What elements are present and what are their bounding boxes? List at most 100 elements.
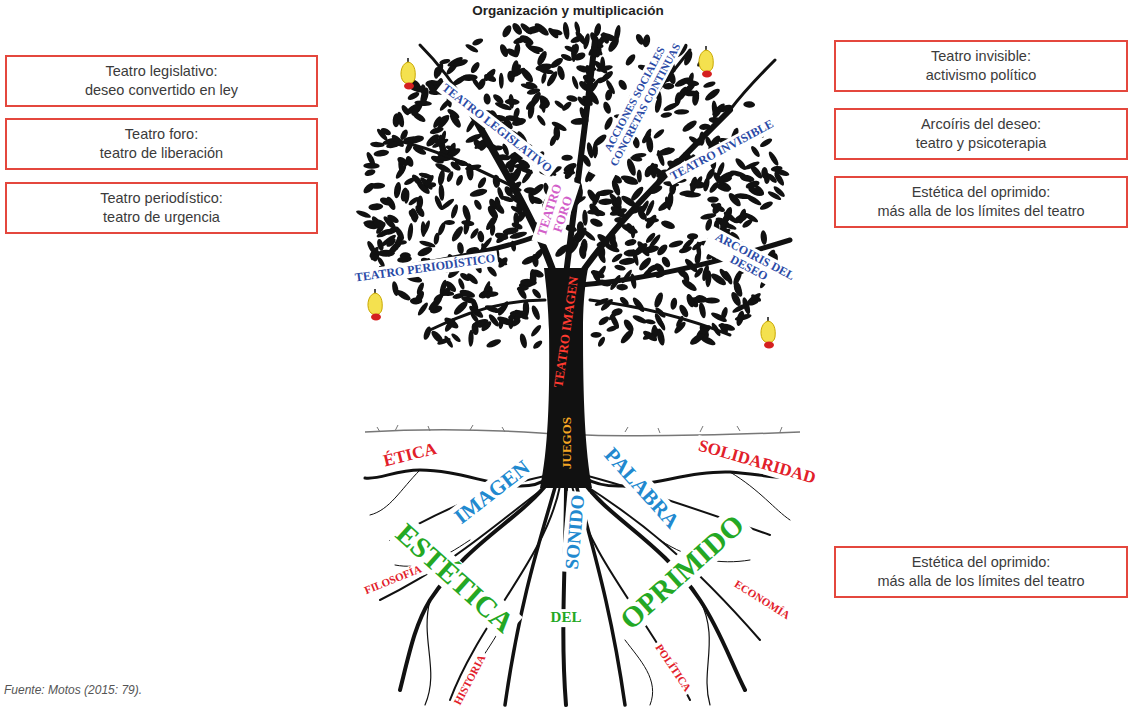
tree-leaves bbox=[766, 172, 778, 184]
diagram-title: Organización y multiplicación bbox=[0, 3, 1136, 18]
tree-leaves bbox=[450, 332, 462, 343]
process-box: Teatro foro:teatro de liberación bbox=[5, 118, 318, 170]
tree-leaves bbox=[683, 91, 699, 97]
cashew-fruit bbox=[368, 289, 382, 321]
tree-leaves bbox=[660, 219, 676, 231]
tree-leaves bbox=[616, 284, 628, 291]
tree-leaves bbox=[511, 63, 523, 75]
tree-leaves bbox=[760, 230, 768, 245]
tree-leaves bbox=[759, 200, 774, 212]
tree-leaves bbox=[403, 176, 417, 187]
tree-leaves bbox=[644, 199, 656, 217]
tree-leaves bbox=[362, 181, 377, 195]
tree-leaves bbox=[759, 137, 774, 149]
tree-label: ÉTICA bbox=[379, 438, 442, 472]
tree-leaves bbox=[590, 332, 601, 338]
tree-leaves bbox=[660, 111, 672, 118]
source-caption: Fuente: Motos (2015: 79). bbox=[4, 683, 142, 697]
tree-leaves bbox=[642, 329, 659, 343]
tree-leaves bbox=[424, 132, 441, 148]
box-text: teatro de urgencia bbox=[13, 208, 310, 227]
tree-leaves bbox=[636, 209, 648, 222]
tree-leaves bbox=[403, 189, 410, 204]
tree-leaves bbox=[570, 34, 585, 45]
tree-leaves bbox=[597, 315, 610, 327]
tree-leaves bbox=[460, 295, 476, 305]
tree-leaves bbox=[437, 169, 446, 184]
tree-label: POLÍTICA bbox=[650, 639, 695, 697]
tree-leaves bbox=[620, 174, 638, 184]
tree-leaves bbox=[562, 22, 570, 40]
tree-leaves bbox=[450, 204, 460, 220]
tree-leaves bbox=[632, 241, 649, 257]
tree-leaves bbox=[585, 188, 598, 204]
tree-leaves bbox=[735, 310, 746, 327]
tree-leaves bbox=[396, 155, 410, 168]
cashew-fruit bbox=[764, 342, 774, 349]
tree-leaves bbox=[469, 61, 481, 75]
tree-leaves bbox=[643, 128, 653, 142]
tree-leaves bbox=[643, 164, 655, 178]
tree-leaves bbox=[548, 134, 558, 147]
box-heading: Teatro legislativo: bbox=[13, 62, 310, 81]
tree-leaves bbox=[439, 197, 455, 211]
process-box: Teatro periodístico:teatro de urgencia bbox=[5, 182, 318, 234]
tree-leaves bbox=[395, 288, 412, 302]
tree-leaves bbox=[703, 87, 721, 103]
tree-leaves bbox=[520, 168, 534, 184]
tree-leaves bbox=[681, 237, 696, 252]
tree-leaves bbox=[476, 77, 487, 91]
tree-leaves bbox=[406, 90, 420, 101]
process-box: Estética del oprimido:más alla de los lí… bbox=[834, 546, 1128, 598]
tree-leaves bbox=[416, 245, 433, 258]
tree-leaves bbox=[510, 21, 524, 36]
tree-leaves bbox=[464, 43, 479, 54]
tree-leaves bbox=[366, 240, 378, 256]
cashew-fruit bbox=[761, 317, 775, 349]
tree-leaves bbox=[563, 170, 575, 175]
tree-leaves bbox=[772, 185, 786, 199]
cashew-fruit bbox=[401, 62, 415, 84]
tree-leaves bbox=[416, 301, 429, 317]
tree-leaves bbox=[456, 242, 464, 255]
tree-leaves bbox=[688, 332, 705, 347]
tree-leaves bbox=[439, 58, 451, 65]
tree-leaves bbox=[611, 252, 624, 264]
tree-leaves bbox=[370, 215, 385, 233]
tree-leaves bbox=[609, 313, 621, 330]
tree-leaves bbox=[662, 101, 680, 113]
tree-leaves bbox=[505, 47, 519, 59]
tree-leaves bbox=[471, 37, 484, 47]
tree-leaves bbox=[589, 217, 604, 229]
tree-leaves bbox=[530, 182, 546, 197]
tree-leaves bbox=[468, 330, 474, 347]
cashew-fruit bbox=[368, 293, 382, 315]
tree-leaves bbox=[393, 181, 402, 198]
tree-leaves bbox=[571, 75, 580, 90]
tree-leaves bbox=[631, 152, 646, 159]
box-heading: Teatro invisible: bbox=[842, 47, 1120, 66]
tree-roots bbox=[370, 470, 420, 515]
tree-leaves bbox=[616, 196, 622, 208]
tree-leaves bbox=[423, 174, 435, 188]
tree-roots bbox=[700, 600, 710, 705]
tree-leaves bbox=[511, 117, 527, 128]
tree-label: OPRIMIDO bbox=[611, 506, 752, 638]
tree-leaves bbox=[486, 204, 500, 220]
tree-leaves bbox=[529, 324, 542, 338]
tree-leaves bbox=[718, 267, 731, 282]
tree-leaves bbox=[711, 171, 725, 187]
tree-leaves bbox=[632, 314, 648, 326]
tree-leaves bbox=[573, 51, 587, 62]
tree-leaves bbox=[380, 233, 397, 248]
tree-leaves bbox=[685, 293, 696, 308]
tree-leaves bbox=[645, 217, 659, 222]
tree-leaves bbox=[364, 168, 377, 177]
tree-leaves bbox=[533, 21, 551, 38]
tree-leaves bbox=[368, 203, 383, 211]
tree-leaves bbox=[450, 225, 465, 243]
tree-leaves bbox=[530, 304, 542, 321]
tree-leaves bbox=[518, 33, 535, 47]
box-heading: Arcoíris del deseo: bbox=[842, 115, 1120, 134]
tree-leaves bbox=[551, 28, 563, 36]
